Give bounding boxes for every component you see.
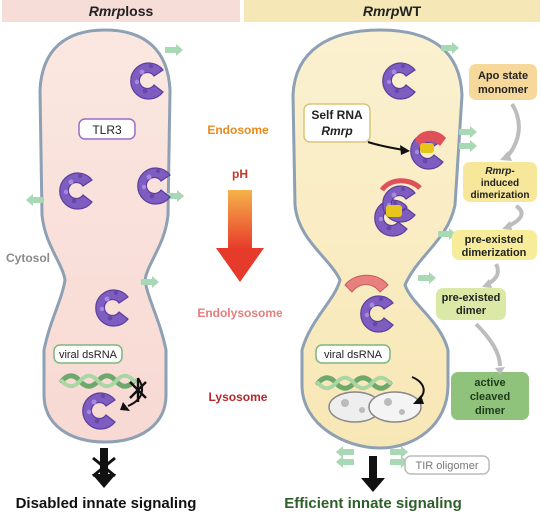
- endosome-label: Endosome: [207, 123, 269, 137]
- rmrp-bound-tlr3-icon: [410, 130, 446, 170]
- step-active-line2: cleaved: [470, 391, 510, 403]
- left-header-condition: loss: [125, 3, 154, 19]
- self-rna-arrow-icon: [367, 141, 410, 155]
- pre-existed-dimer-icon: [344, 274, 394, 333]
- left-endosome-membrane: [38, 28, 172, 444]
- step-pre-dimerization-line1: pre-existed: [465, 234, 524, 246]
- viral-dsrna-label-right: viral dsRNA: [324, 349, 383, 361]
- self-rna-label-box: [303, 103, 371, 143]
- active-cleaved-dimer-icon: [328, 391, 422, 423]
- step-rmrp-line3: dimerization: [471, 190, 530, 201]
- tir-oligomer-label: TIR oligomer: [416, 460, 479, 472]
- tlr-transmembrane-icon: [418, 272, 436, 284]
- efficient-signaling-label: Efficient innate signaling: [284, 495, 462, 512]
- step-rmrp-line1: Rmrp-: [485, 166, 515, 177]
- step-box-pre-dimer: [436, 288, 506, 320]
- tlr3-label: TLR3: [92, 123, 122, 137]
- tlr-transmembrane-icon: [459, 126, 477, 138]
- tir-oligomer-label-box: [404, 455, 490, 475]
- viral-dsrna-label-box-right: [315, 344, 391, 364]
- step-box-active-dimer: [451, 372, 529, 420]
- self-rna-gene-label: Rmrp: [321, 124, 352, 138]
- step-active-line1: active: [474, 377, 505, 389]
- step-apo-line2: monomer: [478, 84, 529, 96]
- endolysosome-label: Endolysosome: [197, 306, 283, 320]
- lysosome-label: Lysosome: [209, 390, 268, 404]
- right-panel-header: Rmrp WT: [244, 0, 540, 22]
- binding-arrow-icon: [411, 376, 425, 404]
- blocked-binding-icon: [120, 377, 147, 411]
- left-panel-header: Rmrp loss: [2, 0, 240, 22]
- step-box-apo: [469, 64, 537, 100]
- tlr-transmembrane-icon: [165, 44, 183, 56]
- tlr3-label-box: [78, 118, 136, 140]
- disabled-signaling-label: Disabled innate signaling: [16, 495, 197, 512]
- step-box-rmrp-dimerization: [463, 162, 537, 202]
- step-box-pre-dimerization: [452, 230, 537, 260]
- self-rna-label: Self RNA: [311, 108, 363, 122]
- step-active-line3: dimer: [475, 405, 506, 417]
- ph-gradient-arrow-icon: [216, 190, 264, 282]
- efficient-signaling-arrow-icon: [336, 446, 408, 492]
- viral-dsrna-label-box-left: [53, 344, 123, 364]
- right-header-gene: Rmrp: [362, 3, 400, 19]
- step-flow-arrows-icon: [474, 102, 524, 367]
- ph-label: pH: [232, 167, 248, 181]
- step-apo-line1: Apo state: [478, 70, 528, 82]
- disabled-signaling-arrow-icon: [92, 448, 116, 488]
- dimerized-tlr3-icon: [374, 178, 422, 237]
- right-header-condition: WT: [399, 3, 422, 19]
- left-header-gene: Rmrp: [88, 3, 126, 19]
- step-rmrp-line2: induced: [481, 178, 519, 189]
- step-pre-dimer-line2: dimer: [456, 305, 487, 317]
- cytosol-label: Cytosol: [6, 251, 50, 265]
- step-pre-dimer-line1: pre-existed: [442, 292, 501, 304]
- viral-dsrna-label-left: viral dsRNA: [59, 349, 118, 361]
- step-pre-dimerization-line2: dimerization: [462, 247, 527, 259]
- tlr-transmembrane-icon: [459, 140, 477, 152]
